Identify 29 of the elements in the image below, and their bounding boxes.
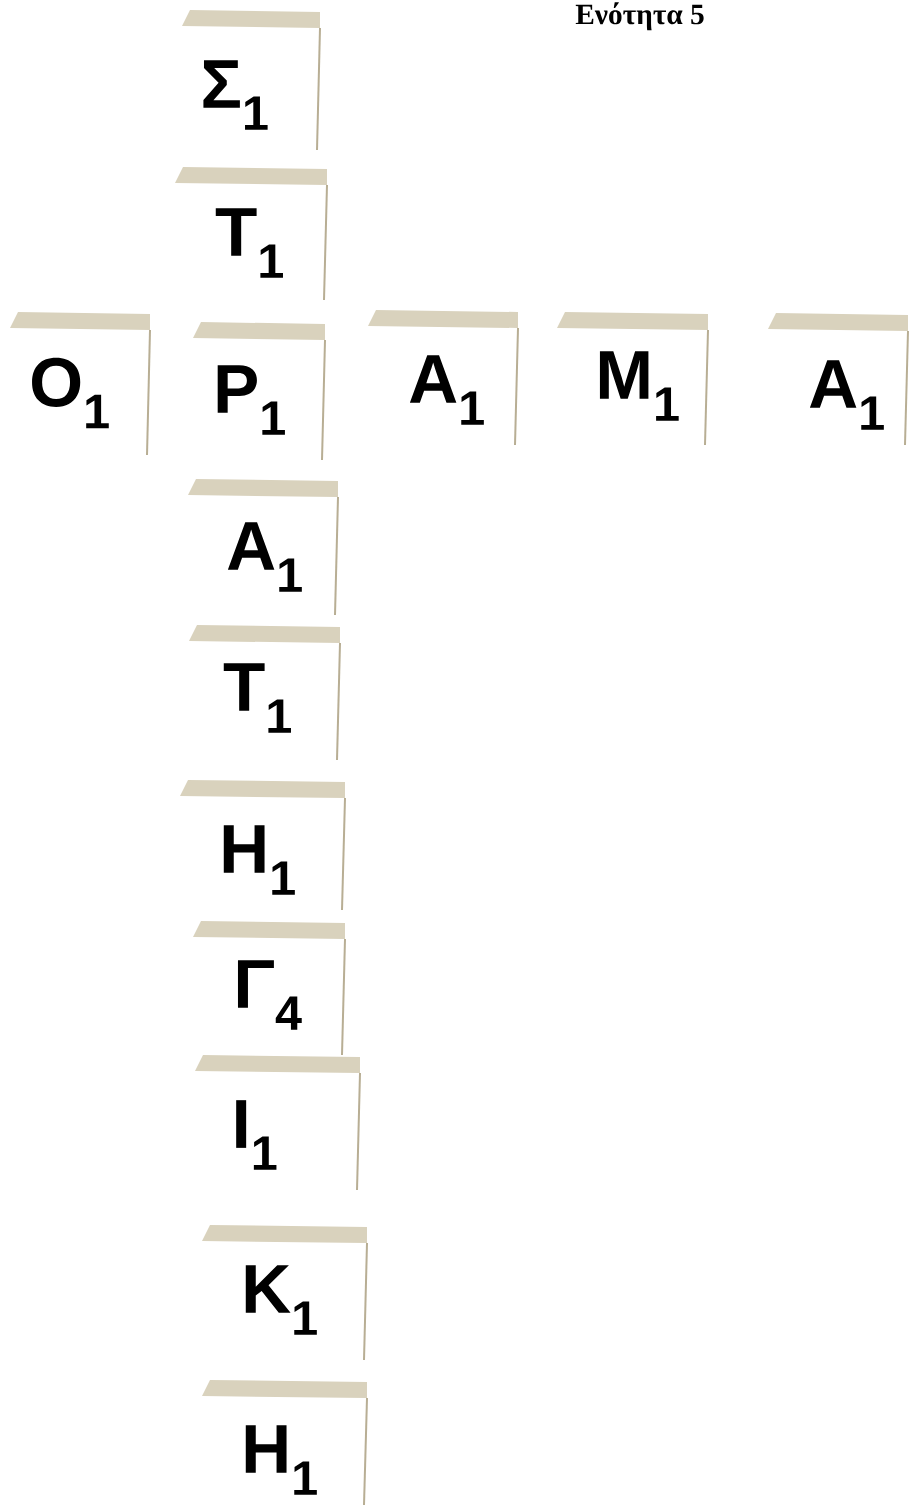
node-label: Ρ$_{1}$: [217, 365, 285, 435]
node-label: Σ$_{1}$: [203, 60, 268, 130]
letter-tile: Α$_{1}$: [188, 479, 339, 616]
node-label: Τ$_{1}$: [215, 208, 283, 278]
letter-tile: Γ$_{4}$: [193, 921, 346, 1056]
letter-tile: Κ$_{1}$: [202, 1225, 368, 1361]
heading: Ενότητα 5: [575, 2, 704, 31]
letter-tile: Α$_{1}$: [368, 310, 519, 446]
node-label: Η$_{1}$: [245, 1425, 317, 1495]
node-label: Ο$_{1}$: [32, 357, 109, 429]
node-label: Τ$_{1}$: [223, 663, 291, 733]
letter-tile: Ο$_{1}$: [10, 312, 151, 456]
node-label: Γ$_{4}$: [237, 960, 302, 1030]
node-label: Κ$_{1}$: [245, 1265, 317, 1335]
letter-tile: Η$_{1}$: [180, 780, 346, 911]
letter-tile: Ρ$_{1}$: [193, 322, 326, 461]
node-label: Α$_{1}$: [809, 360, 884, 430]
letter-tile: Ι$_{1}$: [195, 1055, 361, 1191]
node-label: Α$_{1}$: [409, 355, 484, 425]
letter-tile: Μ$_{1}$: [557, 312, 709, 446]
node-label: Ι$_{1}$: [236, 1100, 277, 1170]
letter-tile: Τ$_{1}$: [189, 625, 341, 761]
letter-tile: Τ$_{1}$: [175, 167, 328, 301]
letter-tile: Α$_{1}$: [768, 313, 909, 446]
letter-tile: Σ$_{1}$: [182, 10, 321, 151]
letter-tile: Η$_{1}$: [202, 1380, 368, 1506]
node-label: Α$_{1}$: [227, 522, 302, 592]
node-label: Η$_{1}$: [223, 825, 295, 895]
node-label: Μ$_{1}$: [599, 351, 679, 421]
